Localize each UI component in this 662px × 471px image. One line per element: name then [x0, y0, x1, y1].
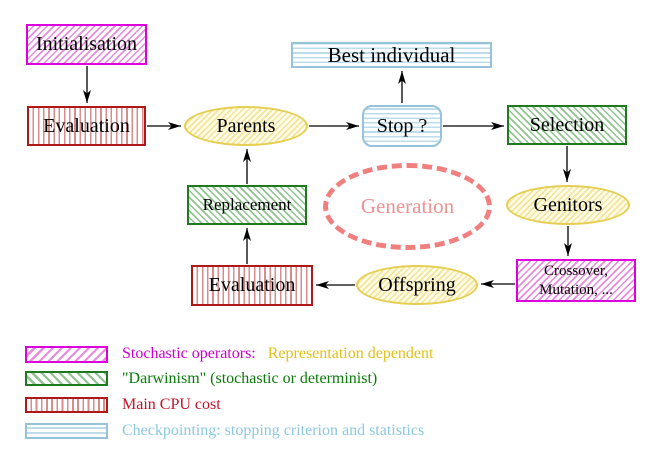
- node-initialisation-label: Initialisation: [35, 33, 138, 55]
- legend-row-darwinism: "Darwinism" (stochastic or determinist): [122, 370, 377, 387]
- node-replacement-label: Replacement: [202, 195, 292, 214]
- node-stop-label: Stop ?: [376, 114, 428, 137]
- node-parents-label: Parents: [216, 114, 276, 137]
- legend-checkpointing-label: Checkpointing: stopping criterion and st…: [122, 422, 425, 439]
- legend-swatch-stochastic: [25, 346, 108, 363]
- legend-swatch-checkpointing: [25, 423, 108, 439]
- node-crossover-mutation: Crossover, Mutation, ...: [516, 259, 636, 302]
- legend-row-cpu: Main CPU cost: [122, 396, 221, 414]
- legend-row-stochastic: Stochastic operators: Representation dep…: [122, 345, 433, 363]
- node-evaluation-top-label: Evaluation: [43, 114, 130, 137]
- legend-representation-label: Representation dependent: [267, 345, 434, 362]
- generation-cycle-ellipse: Generation: [323, 163, 492, 250]
- node-replacement: Replacement: [187, 185, 307, 225]
- node-initialisation: Initialisation: [26, 24, 147, 65]
- node-evaluation-top: Evaluation: [27, 106, 146, 146]
- node-parents: Parents: [184, 106, 308, 146]
- node-offspring: Offspring: [356, 265, 478, 305]
- legend-swatch-darwinism: [25, 371, 108, 386]
- legend-cpu-label: Main CPU cost: [122, 396, 221, 413]
- node-selection: Selection: [507, 105, 627, 145]
- generation-label: Generation: [360, 194, 455, 218]
- node-best-individual-label: Best individual: [327, 42, 456, 67]
- node-crossover-line1: Crossover,: [544, 262, 608, 279]
- legend-stochastic-label: Stochastic operators:: [122, 345, 256, 362]
- legend-darwinism-label: "Darwinism" (stochastic or determinist): [122, 369, 378, 387]
- node-stop: Stop ?: [362, 105, 442, 147]
- node-genitors: Genitors: [506, 185, 630, 225]
- node-genitors-label: Genitors: [533, 193, 603, 216]
- node-evaluation-bottom: Evaluation: [191, 265, 313, 306]
- node-selection-label: Selection: [529, 113, 605, 136]
- legend-row-checkpointing: Checkpointing: stopping criterion and st…: [122, 422, 424, 440]
- node-evaluation-bottom-label: Evaluation: [208, 274, 296, 296]
- legend-swatch-cpu: [25, 397, 108, 413]
- node-crossover-line2: Mutation, ...: [539, 281, 613, 298]
- node-best-individual: Best individual: [291, 42, 492, 68]
- node-offspring-label: Offspring: [378, 273, 456, 296]
